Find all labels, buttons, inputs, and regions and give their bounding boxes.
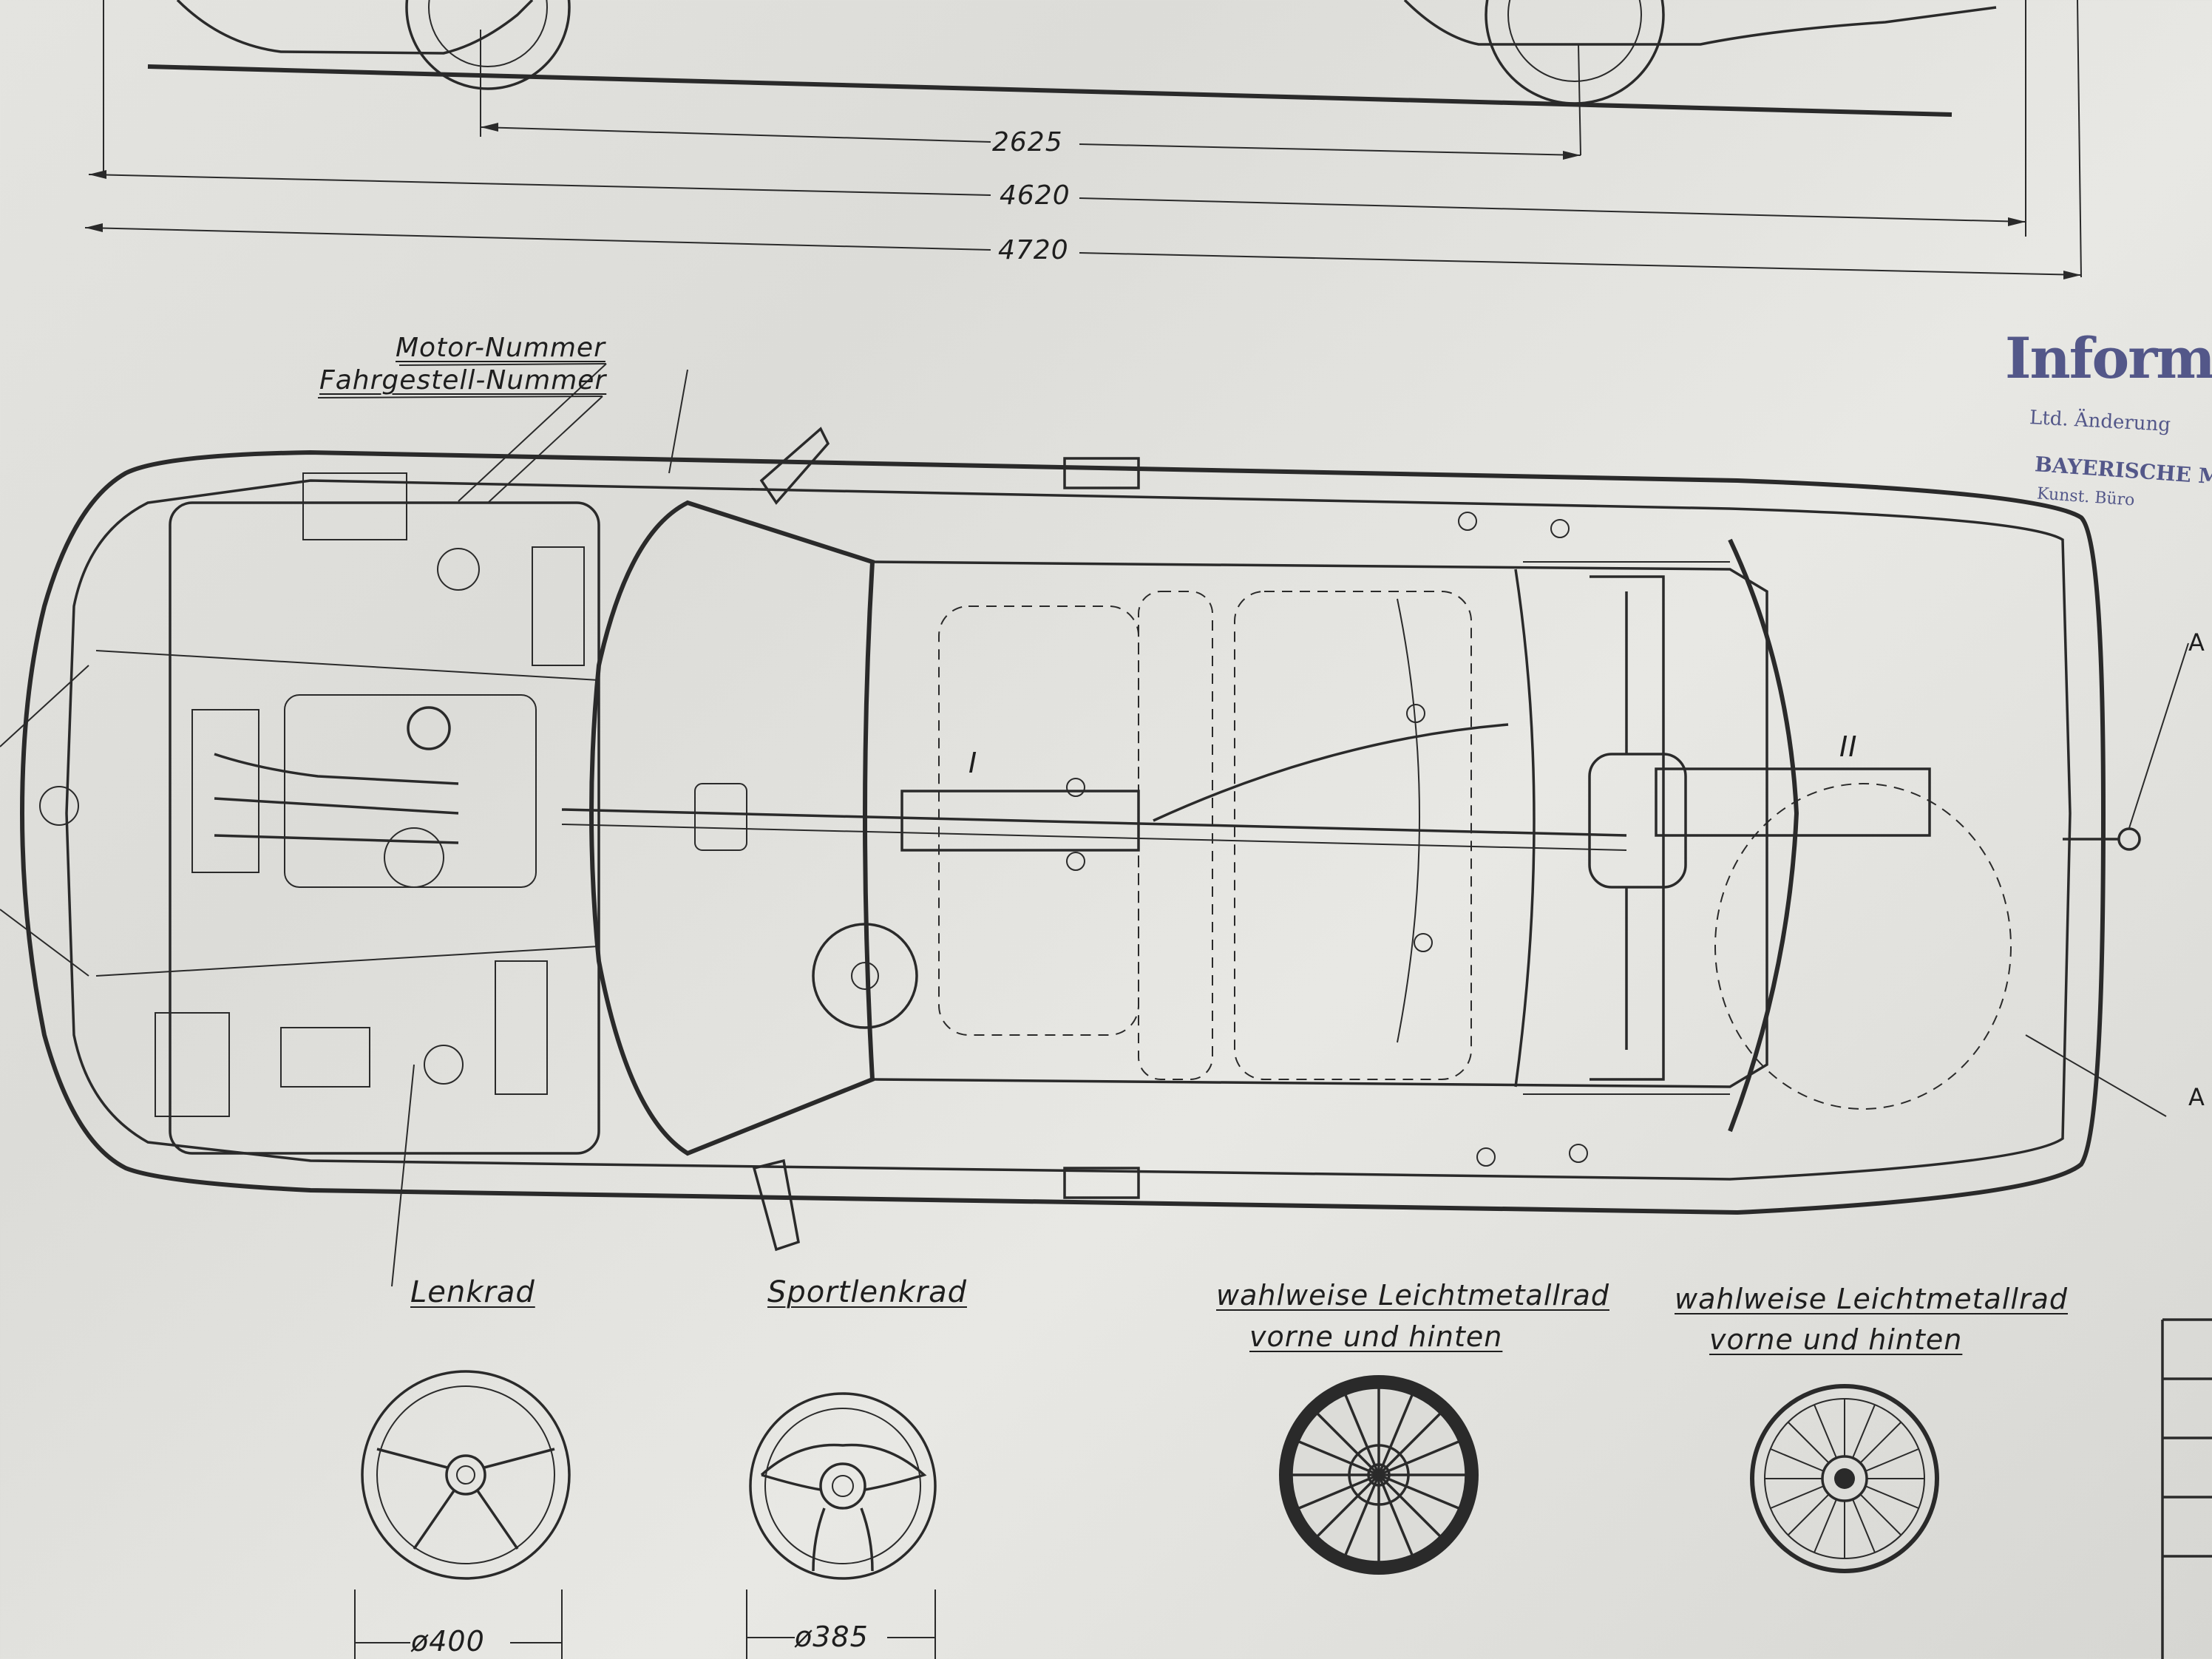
cabin-steering-wheel bbox=[812, 923, 918, 1029]
body-outline bbox=[19, 449, 2106, 1215]
dim-total-length: 4720 bbox=[998, 235, 1069, 265]
callout-engine-number: Motor-Nummer bbox=[396, 333, 605, 363]
edge-fragment-upper: A bbox=[2188, 628, 2205, 657]
alloy-wheel-turbine-drawing bbox=[1750, 1384, 1939, 1573]
stamp-title: Informat bbox=[2005, 325, 2212, 391]
dim-body-length: 4620 bbox=[1000, 180, 1071, 211]
sport-steering-wheel-drawing bbox=[746, 1392, 937, 1659]
interior-dashed bbox=[938, 591, 2012, 1110]
callout-chassis-number: Fahrgestell-Nummer bbox=[319, 365, 607, 396]
accessory-title-alloy-wheel-2: wahlweise Leichtmetallrad bbox=[1675, 1283, 2068, 1315]
front-emblem bbox=[39, 786, 79, 826]
differential bbox=[1588, 753, 1687, 889]
car-top-view bbox=[19, 427, 2141, 1252]
sport-steering-wheel-diameter: ø385 bbox=[795, 1621, 869, 1653]
accessory-title-steering-wheel: Lenkrad bbox=[410, 1275, 535, 1309]
radiator-grille bbox=[495, 546, 585, 1095]
ground-line bbox=[147, 64, 1953, 117]
accessory-subtitle-alloy-wheel-1: vorne und hinten bbox=[1249, 1320, 1503, 1353]
rear-window bbox=[1728, 538, 1799, 1133]
side-view bbox=[103, 0, 2082, 278]
edge-fragment-lower: A bbox=[2188, 1083, 2205, 1111]
steering-wheel-diameter: ø400 bbox=[411, 1625, 485, 1658]
alloy-wheel-cross-spoke-drawing bbox=[1279, 1375, 1479, 1575]
dim-wheelbase: 2625 bbox=[992, 127, 1063, 157]
section-mark-rear: II bbox=[1839, 730, 1858, 763]
bolt-markers bbox=[1066, 512, 1588, 1167]
steering-wheel-drawing bbox=[354, 1370, 571, 1659]
drive-shaft bbox=[561, 808, 1627, 837]
dimension-lines bbox=[84, 123, 2082, 279]
accessory-title-alloy-wheel-1: wahlweise Leichtmetallrad bbox=[1216, 1279, 1609, 1312]
accessory-title-sport-steering-wheel: Sportlenkrad bbox=[767, 1275, 967, 1309]
title-block-frame bbox=[2161, 1318, 2212, 1659]
accessory-subtitle-alloy-wheel-2: vorne und hinten bbox=[1709, 1323, 1963, 1356]
section-mark-front: I bbox=[968, 747, 978, 779]
